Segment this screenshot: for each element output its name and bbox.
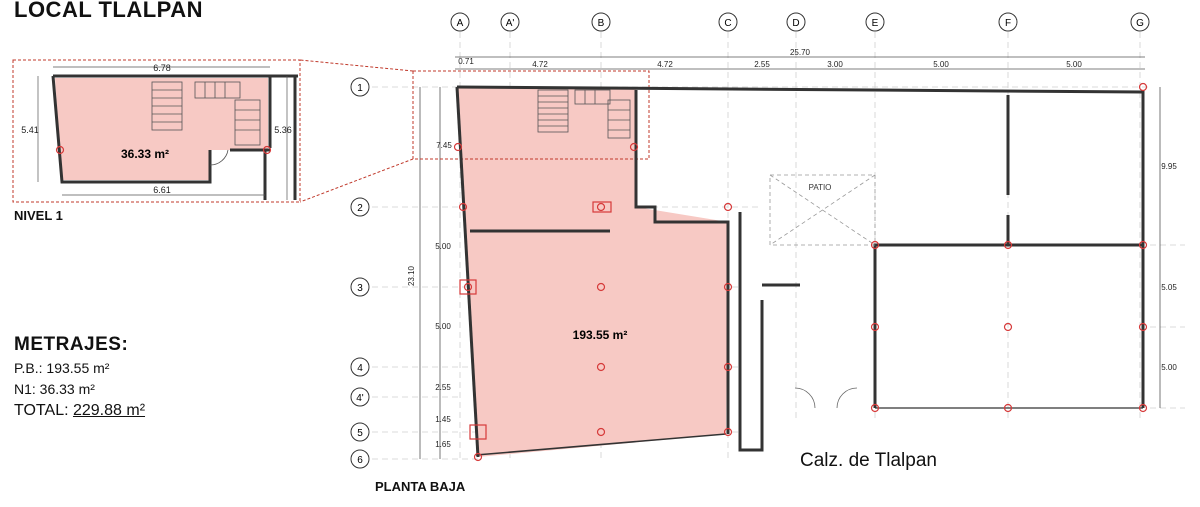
- row-axis-1: 1: [350, 77, 370, 97]
- column-axis-a-prime: A': [500, 12, 520, 32]
- row-axis-label: 3: [357, 283, 363, 294]
- front-line: [475, 433, 727, 456]
- dimension-lines: [419, 56, 1161, 459]
- column-axis-label: A': [506, 18, 515, 29]
- dim-left-segment: 1.65: [435, 440, 451, 449]
- column-axis-c: C: [718, 12, 738, 32]
- nivel-1-dim-top: 6.78: [153, 63, 171, 73]
- callout-region: [412, 70, 650, 160]
- row-axis-label: 4': [356, 393, 364, 404]
- dim-top-segment: 5.00: [933, 60, 949, 69]
- column-axis-b: B: [591, 12, 611, 32]
- patio-outline: [769, 174, 876, 246]
- column-axis-label: C: [724, 18, 731, 29]
- area-planta-baja: P.B.: 193.55 m²: [14, 360, 110, 376]
- dim-right-segment: 9.95: [1161, 162, 1177, 171]
- row-axis-2: 2: [350, 197, 370, 217]
- dim-left-segment: 7.45: [436, 141, 452, 150]
- column-axis-label: E: [872, 18, 879, 29]
- row-axis-4-prime: 4': [350, 387, 370, 407]
- column-axis-label: F: [1005, 18, 1011, 29]
- dim-left-segment: 1.45: [435, 415, 451, 424]
- nivel-1-dim-right: 5.36: [274, 125, 292, 135]
- nivel-1-column-markers: [55, 145, 272, 155]
- column-axis-label: D: [792, 18, 799, 29]
- row-axis-markers: 1 2 3 4 4' 5 6: [350, 77, 370, 469]
- column-axis-label: B: [598, 18, 605, 29]
- nivel-1-dim-bottom: 6.61: [153, 185, 171, 195]
- page-title: LOCAL TLALPAN: [14, 0, 203, 22]
- callout-line-bottom: [299, 158, 414, 203]
- dim-left-segment: 5.00: [435, 322, 451, 331]
- column-axis-g: G: [1130, 12, 1150, 32]
- dim-right-segment: 5.05: [1161, 283, 1177, 292]
- dim-top-segment: 3.00: [827, 60, 843, 69]
- column-axis-label: G: [1136, 18, 1144, 29]
- patio-label: PATIO: [809, 183, 832, 192]
- dim-top-segment: 5.00: [1066, 60, 1082, 69]
- column-markers: [453, 82, 1148, 462]
- area-total: TOTAL: 229.88 m²: [14, 402, 145, 420]
- dim-top-segment: 2.55: [754, 60, 770, 69]
- dim-top-segment: 4.72: [657, 60, 673, 69]
- row-axis-label: 1: [357, 83, 363, 94]
- nivel-1-area-label: 36.33 m²: [121, 147, 169, 161]
- row-axis-label: 2: [357, 203, 363, 214]
- column-axis-markers: A A' B C D E F G: [450, 12, 1150, 32]
- stairs-planta: [537, 89, 631, 139]
- nivel-1-fill: [55, 78, 268, 180]
- row-axis-4: 4: [350, 357, 370, 377]
- dim-left-total: 23.10: [407, 265, 416, 286]
- dimension-labels: 25.70 0.71 4.72 4.72 2.55 3.00 5.00 5.00…: [407, 48, 1177, 449]
- row-axis-6: 6: [350, 449, 370, 469]
- row-axis-5: 5: [350, 422, 370, 442]
- metrajes-heading: METRAJES:: [14, 334, 129, 355]
- nivel-1-dim-left: 5.41: [21, 125, 39, 135]
- row-axis-label: 5: [357, 428, 363, 439]
- dim-top-total: 25.70: [790, 48, 811, 57]
- column-axis-a: A: [450, 12, 470, 32]
- nivel-1-dimension-labels: 6.78 6.61 5.41 5.36: [21, 63, 292, 195]
- nivel-1-detail: 6.78 6.61 5.41 5.36 36.33 m²: [12, 59, 301, 203]
- column-axis-e: E: [865, 12, 885, 32]
- dim-right-segment: 5.00: [1161, 363, 1177, 372]
- column-axis-f: F: [998, 12, 1018, 32]
- local-area-fill: [457, 87, 728, 457]
- dim-left-segment: 5.00: [435, 242, 451, 251]
- nivel-1-dimension-lines: [37, 66, 288, 200]
- nivel-1-title: NIVEL 1: [14, 208, 63, 223]
- doors: [794, 387, 858, 409]
- dim-left-segment: 2.55: [435, 383, 451, 392]
- row-axis-3: 3: [350, 277, 370, 297]
- row-axis-label: 6: [357, 455, 363, 466]
- street-label: Calz. de Tlalpan: [800, 450, 937, 471]
- area-nivel-1: N1: 36.33 m²: [14, 381, 95, 397]
- area-total-label: TOTAL:: [14, 402, 73, 419]
- row-axis-label: 4: [357, 363, 363, 374]
- dim-top-offset: 0.71: [458, 57, 474, 66]
- column-axis-label: A: [457, 18, 464, 29]
- callout-line-top: [299, 59, 414, 72]
- column-axis-d: D: [786, 12, 806, 32]
- nivel-1-stairs: [151, 81, 261, 166]
- area-total-value: 229.88 m²: [72, 402, 146, 419]
- dim-top-segment: 4.72: [532, 60, 548, 69]
- planta-baja-title: PLANTA BAJA: [375, 479, 466, 494]
- planta-baja-area-label: 193.55 m²: [573, 328, 628, 342]
